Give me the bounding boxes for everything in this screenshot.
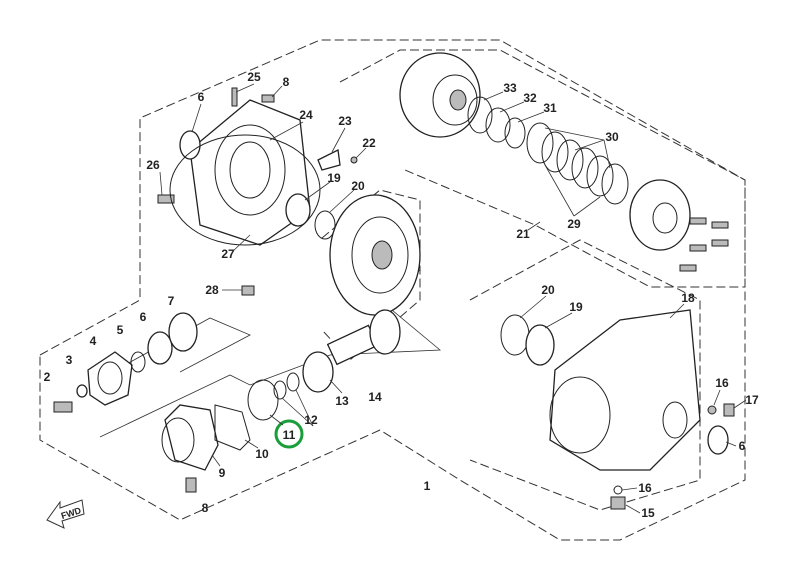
bolt-26 xyxy=(157,194,175,204)
clutch-group-boundary xyxy=(339,49,746,288)
plate-33 xyxy=(467,96,493,134)
callout: 31 xyxy=(543,101,557,115)
flange-4 xyxy=(87,351,133,406)
bolt-8-top xyxy=(261,94,275,103)
seal-6-top xyxy=(179,130,201,160)
callout: 14 xyxy=(368,390,382,404)
ring-31 xyxy=(504,117,526,149)
callout: 20 xyxy=(541,283,555,297)
callout-highlighted: 11 xyxy=(283,428,296,442)
bearing-housing-9 xyxy=(161,404,219,471)
oring-11 xyxy=(247,379,279,421)
callout: 13 xyxy=(335,394,349,408)
callout: 27 xyxy=(221,247,235,261)
callout: 24 xyxy=(299,108,313,122)
differential-housing-18 xyxy=(549,309,701,471)
callout: 23 xyxy=(338,114,352,128)
drain-plug-15 xyxy=(610,496,626,510)
screw-22 xyxy=(350,156,358,164)
callout: 5 xyxy=(117,323,124,337)
callout: 17 xyxy=(745,393,759,407)
shim-12b xyxy=(286,372,300,392)
ring-gear xyxy=(329,194,421,316)
callout: 21 xyxy=(516,227,530,241)
clutch-bolts xyxy=(679,217,729,272)
pinion-gear-14 xyxy=(326,309,401,366)
oring-27 xyxy=(169,134,321,246)
callout: 8 xyxy=(283,75,290,89)
shim-20-right xyxy=(500,314,530,356)
callout: 12 xyxy=(304,413,318,427)
callout: 3 xyxy=(66,353,73,367)
callout: 28 xyxy=(205,283,219,297)
plug-17 xyxy=(723,403,735,417)
pin-25 xyxy=(231,87,238,107)
callout: 15 xyxy=(641,506,655,520)
fwd-arrow-icon xyxy=(46,499,85,529)
seal-6-front xyxy=(147,331,173,365)
plug-28 xyxy=(241,285,255,296)
shim-20-top xyxy=(314,210,336,240)
bolt-8-bottom xyxy=(185,477,197,493)
clutch-end-cover xyxy=(629,179,691,251)
clutch-housing xyxy=(399,52,481,138)
highlight-circle xyxy=(274,419,304,449)
bearing-7 xyxy=(168,312,198,352)
washer-3 xyxy=(76,384,88,398)
callout: 1 xyxy=(424,479,431,493)
callout: 33 xyxy=(503,81,517,95)
bearing-19-right xyxy=(525,324,555,366)
bearing-13 xyxy=(302,351,334,393)
callout: 7 xyxy=(168,294,175,308)
callout: 29 xyxy=(567,217,581,231)
callout: 32 xyxy=(523,91,537,105)
callout: 19 xyxy=(327,171,341,185)
washer-16-right xyxy=(707,405,717,415)
callout: 30 xyxy=(605,130,619,144)
callout: 6 xyxy=(198,90,205,104)
callout: 16 xyxy=(638,481,652,495)
callout: 8 xyxy=(202,501,209,515)
leader-lines xyxy=(159,83,747,514)
callout: 18 xyxy=(681,291,695,305)
assembly-boundary xyxy=(39,39,746,541)
housing-boundary xyxy=(469,239,701,511)
clutch-discs-29-30 xyxy=(526,122,629,205)
ring-5 xyxy=(130,351,146,373)
callout: 20 xyxy=(351,179,365,193)
bearing-19-top xyxy=(285,193,311,227)
bolt-2 xyxy=(53,401,73,413)
callout: 2 xyxy=(44,370,51,384)
washer-16-bottom xyxy=(613,485,623,495)
callout: 16 xyxy=(715,376,729,390)
seal-6-right xyxy=(707,425,729,455)
callout: 9 xyxy=(219,466,226,480)
callout: 4 xyxy=(90,334,97,348)
callout: 10 xyxy=(255,447,269,461)
callout: 22 xyxy=(362,136,376,150)
callout: 6 xyxy=(140,310,147,324)
gasket-10 xyxy=(214,404,251,451)
callout: 26 xyxy=(146,158,160,172)
callout: 19 xyxy=(569,300,583,314)
shim-12a xyxy=(273,380,287,400)
callout: 6 xyxy=(739,439,746,453)
plate-32 xyxy=(485,107,511,143)
bracket-23 xyxy=(317,149,341,171)
callout: 25 xyxy=(247,70,261,84)
